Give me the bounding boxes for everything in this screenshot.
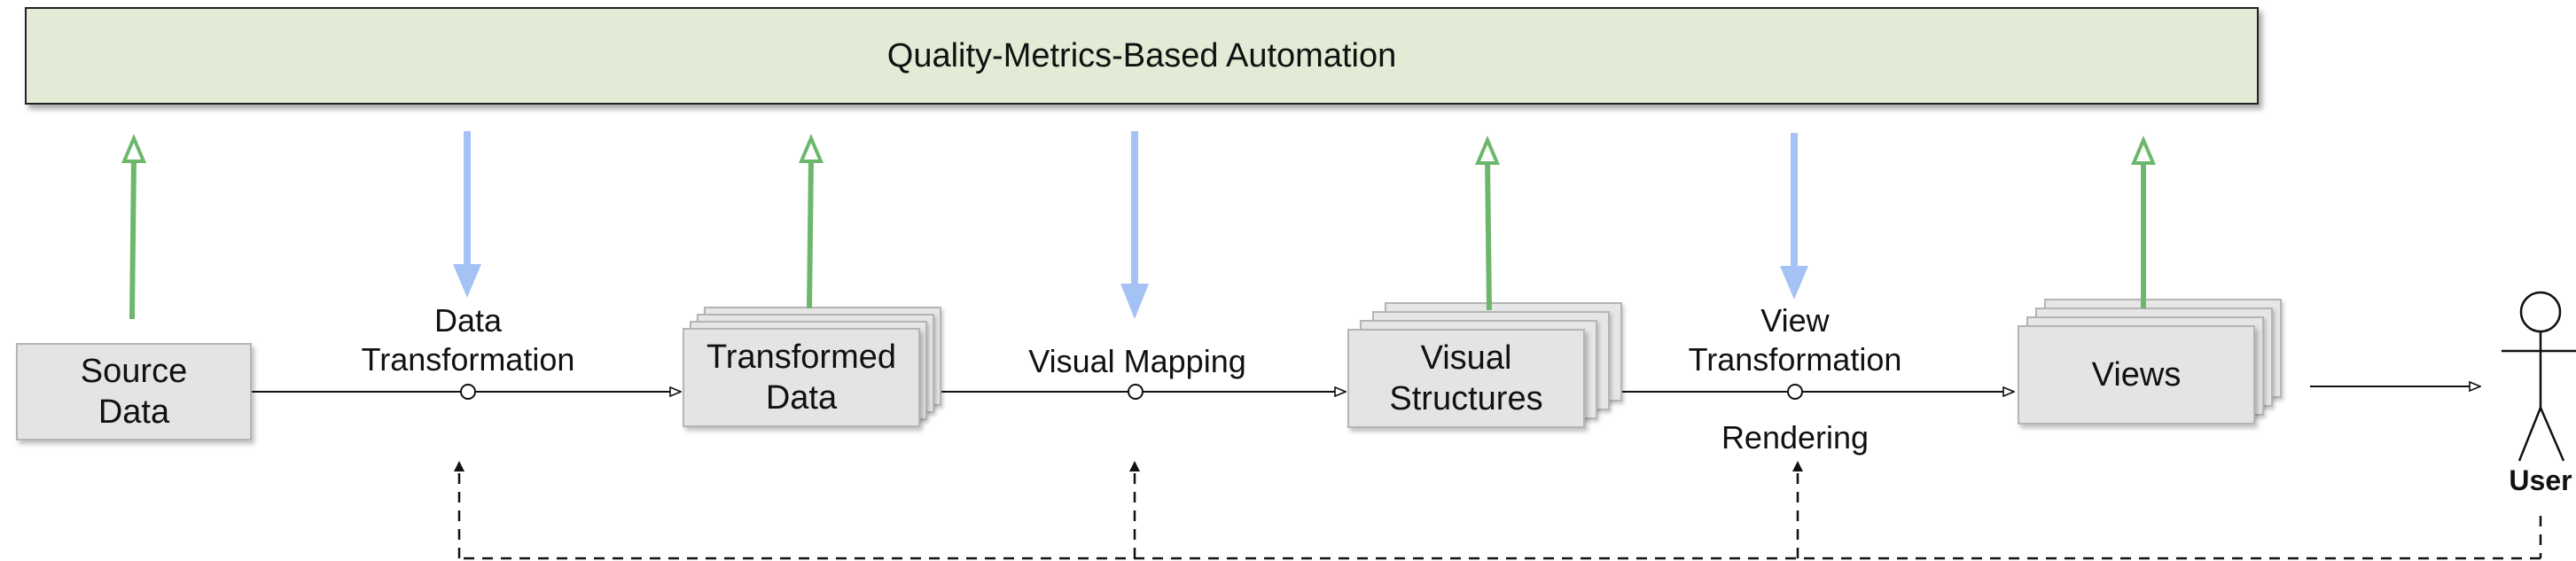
up-arrow-visual-structures-head [1474, 135, 1501, 165]
up-arrow-views-head [2130, 135, 2157, 165]
user-leg-right [2539, 407, 2565, 462]
visual-mapping-label: Visual Mapping [1028, 343, 1246, 379]
data-transformation-label: Data Transformation [361, 302, 575, 378]
downward-arrows [453, 131, 1808, 319]
view-transformation-label: View Transformation [1688, 302, 1902, 378]
views-label: Views [2091, 356, 2182, 393]
views-box: Views [2018, 325, 2255, 425]
user-feedback-lines [454, 461, 2542, 560]
visual-mapping-node [1128, 384, 1144, 400]
rendering-label: Rendering [1721, 419, 1870, 456]
user-leg-left [2517, 407, 2542, 462]
up-arrow-visual-structures [1485, 159, 1492, 311]
transformed-data-box: Transformed Data [683, 328, 920, 427]
down-arrow-data-transformation-head [453, 264, 481, 298]
up-arrow-source-data [129, 157, 137, 320]
user-head [2519, 291, 2562, 333]
user-icon [2502, 291, 2576, 462]
down-arrow-view-transformation-head [1780, 266, 1808, 300]
view-transformation-node [1787, 384, 1803, 400]
up-arrow-source-data-head [121, 133, 147, 163]
data-transformation-node [460, 384, 476, 400]
upward-arrows [121, 133, 2157, 320]
visual-structures-box: Visual Structures [1347, 329, 1585, 428]
automation-banner: Quality-Metrics-Based Automation [25, 7, 2259, 105]
automation-title: Quality-Metrics-Based Automation [886, 36, 1397, 74]
source-data-box: Source Data [16, 343, 252, 440]
up-arrow-transformed-data-head [798, 133, 824, 163]
visual-structures-label: Visual Structures [1389, 339, 1543, 417]
up-arrow-transformed-data [807, 157, 814, 309]
source-data-label: Source Data [80, 353, 188, 431]
transformed-data-label: Transformed Data [706, 339, 896, 417]
down-arrow-visual-mapping-head [1120, 284, 1149, 319]
pipeline-connectors [252, 384, 2480, 400]
user-label: User [2509, 464, 2572, 496]
